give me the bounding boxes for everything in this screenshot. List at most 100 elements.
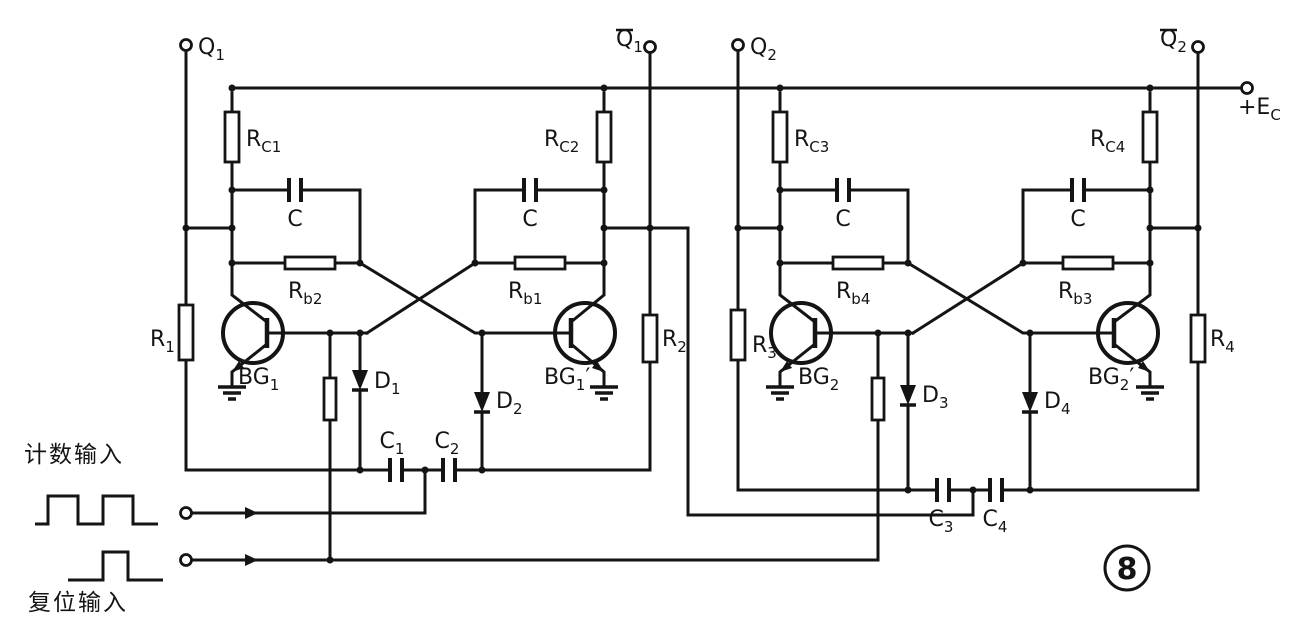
ground-icon xyxy=(218,385,246,401)
label-rc4: RC4 xyxy=(1090,127,1125,156)
junction-dots xyxy=(182,84,1202,564)
junction-dot xyxy=(904,329,912,337)
resistors xyxy=(177,110,1207,422)
resistor-rc1 xyxy=(223,110,241,164)
label-r3: R3 xyxy=(752,333,777,362)
label-c-upper-2: C xyxy=(522,207,537,232)
ground-icon xyxy=(766,385,794,401)
label-c2: C2 xyxy=(435,429,460,458)
count-signal-arrow xyxy=(245,507,258,519)
label-rc2: RC2 xyxy=(544,127,579,156)
resistor-rb3 xyxy=(1061,255,1115,271)
label-rc1: RC1 xyxy=(246,127,281,156)
labels: Q1 Q1 Q2 Q2 +EC RC1 RC2 RC3 RC4 C C C C … xyxy=(24,27,1281,616)
diode-d3 xyxy=(900,385,916,407)
junction-dot xyxy=(228,259,236,267)
junction-dot xyxy=(969,486,977,494)
junction-dot xyxy=(776,259,784,267)
emitter-arrow xyxy=(592,361,604,372)
label-rb3: Rb3 xyxy=(1058,279,1092,308)
count-input-waveform xyxy=(35,494,158,526)
emitter-arrow xyxy=(780,361,792,372)
capacitor-c4 xyxy=(988,478,1004,502)
label-q2-bar: Q2 xyxy=(1160,27,1187,56)
resistor-rb1 xyxy=(513,255,567,271)
label-c3: C3 xyxy=(929,507,954,536)
label-d4: D4 xyxy=(1044,389,1071,418)
junction-dot xyxy=(356,259,364,267)
junction-dot xyxy=(600,84,608,92)
resistor-rc3 xyxy=(771,110,789,164)
diode-d2 xyxy=(474,392,490,414)
junction-dot xyxy=(776,224,784,232)
label-count-input: 计数输入 xyxy=(24,442,124,468)
label-c-upper-1: C xyxy=(287,207,302,232)
label-d3: D3 xyxy=(922,383,949,412)
junction-dot xyxy=(228,84,236,92)
resistor-rb4 xyxy=(831,255,885,271)
capacitor-c-upper-ff2-left xyxy=(835,178,851,202)
terminal-q1 xyxy=(179,38,193,52)
label-ec: +EC xyxy=(1238,95,1281,124)
junction-dot xyxy=(1026,486,1034,494)
emitter-arrow xyxy=(1138,361,1150,372)
label-c-upper-4: C xyxy=(1070,207,1085,232)
terminal-q2-bar xyxy=(1191,40,1205,54)
resistor-bias-ff1 xyxy=(322,376,338,422)
junction-dot xyxy=(600,224,608,232)
transistor-bg1 xyxy=(221,301,285,372)
resistor-bias-ff2 xyxy=(870,376,886,422)
junction-dot xyxy=(1019,259,1027,267)
capacitor-c-upper-ff1-left xyxy=(287,178,303,202)
terminal-ec xyxy=(1240,81,1254,95)
ff2-wires xyxy=(736,48,1200,492)
junction-dot xyxy=(1194,224,1202,232)
capacitor-c2 xyxy=(441,458,457,482)
capacitor-c1 xyxy=(388,458,404,482)
transistor-bg2-prime xyxy=(1096,301,1160,372)
junction-dot xyxy=(326,556,334,564)
junction-dot xyxy=(182,224,190,232)
terminal-q1-bar xyxy=(643,40,657,54)
junction-dot xyxy=(228,186,236,194)
junction-dot xyxy=(478,466,486,474)
terminal-count-input xyxy=(179,506,193,520)
transistor-bg2 xyxy=(769,301,833,372)
label-r2: R2 xyxy=(662,327,687,356)
label-rc3: RC3 xyxy=(794,127,829,156)
junction-dot xyxy=(1026,329,1034,337)
junction-dot xyxy=(478,329,486,337)
ground-icon xyxy=(1136,385,1164,401)
ground-icon xyxy=(590,385,618,401)
junction-dot xyxy=(776,84,784,92)
label-reset-input: 复位输入 xyxy=(28,590,128,616)
junction-dot xyxy=(1146,186,1154,194)
reset-input-waveform xyxy=(68,550,163,582)
junction-dot xyxy=(471,259,479,267)
junction-dot xyxy=(1146,259,1154,267)
diode-d1 xyxy=(352,370,368,392)
junction-dot xyxy=(1146,84,1154,92)
label-rb4: Rb4 xyxy=(836,279,870,308)
emitter-arrow xyxy=(232,361,244,372)
label-r1: R1 xyxy=(150,327,175,356)
junction-dot xyxy=(600,186,608,194)
terminals xyxy=(179,38,1254,567)
terminal-reset-input xyxy=(179,553,193,567)
junction-dot xyxy=(326,329,334,337)
label-bg1-prime: BG1′ xyxy=(544,365,590,394)
label-r4: R4 xyxy=(1210,327,1235,356)
label-c4: C4 xyxy=(983,507,1008,536)
label-bg2: BG2 xyxy=(798,365,839,394)
junction-dot xyxy=(1146,224,1154,232)
resistor-r1 xyxy=(177,303,195,362)
junction-dot xyxy=(776,186,784,194)
junction-dot xyxy=(228,224,236,232)
label-q1: Q1 xyxy=(198,35,225,64)
resistor-r2 xyxy=(641,313,659,364)
figure-badge: 8 xyxy=(1103,544,1151,592)
capacitor-c-upper-ff1-right xyxy=(522,178,538,202)
label-q1-bar: Q1 xyxy=(616,27,643,56)
label-c1: C1 xyxy=(380,429,405,458)
